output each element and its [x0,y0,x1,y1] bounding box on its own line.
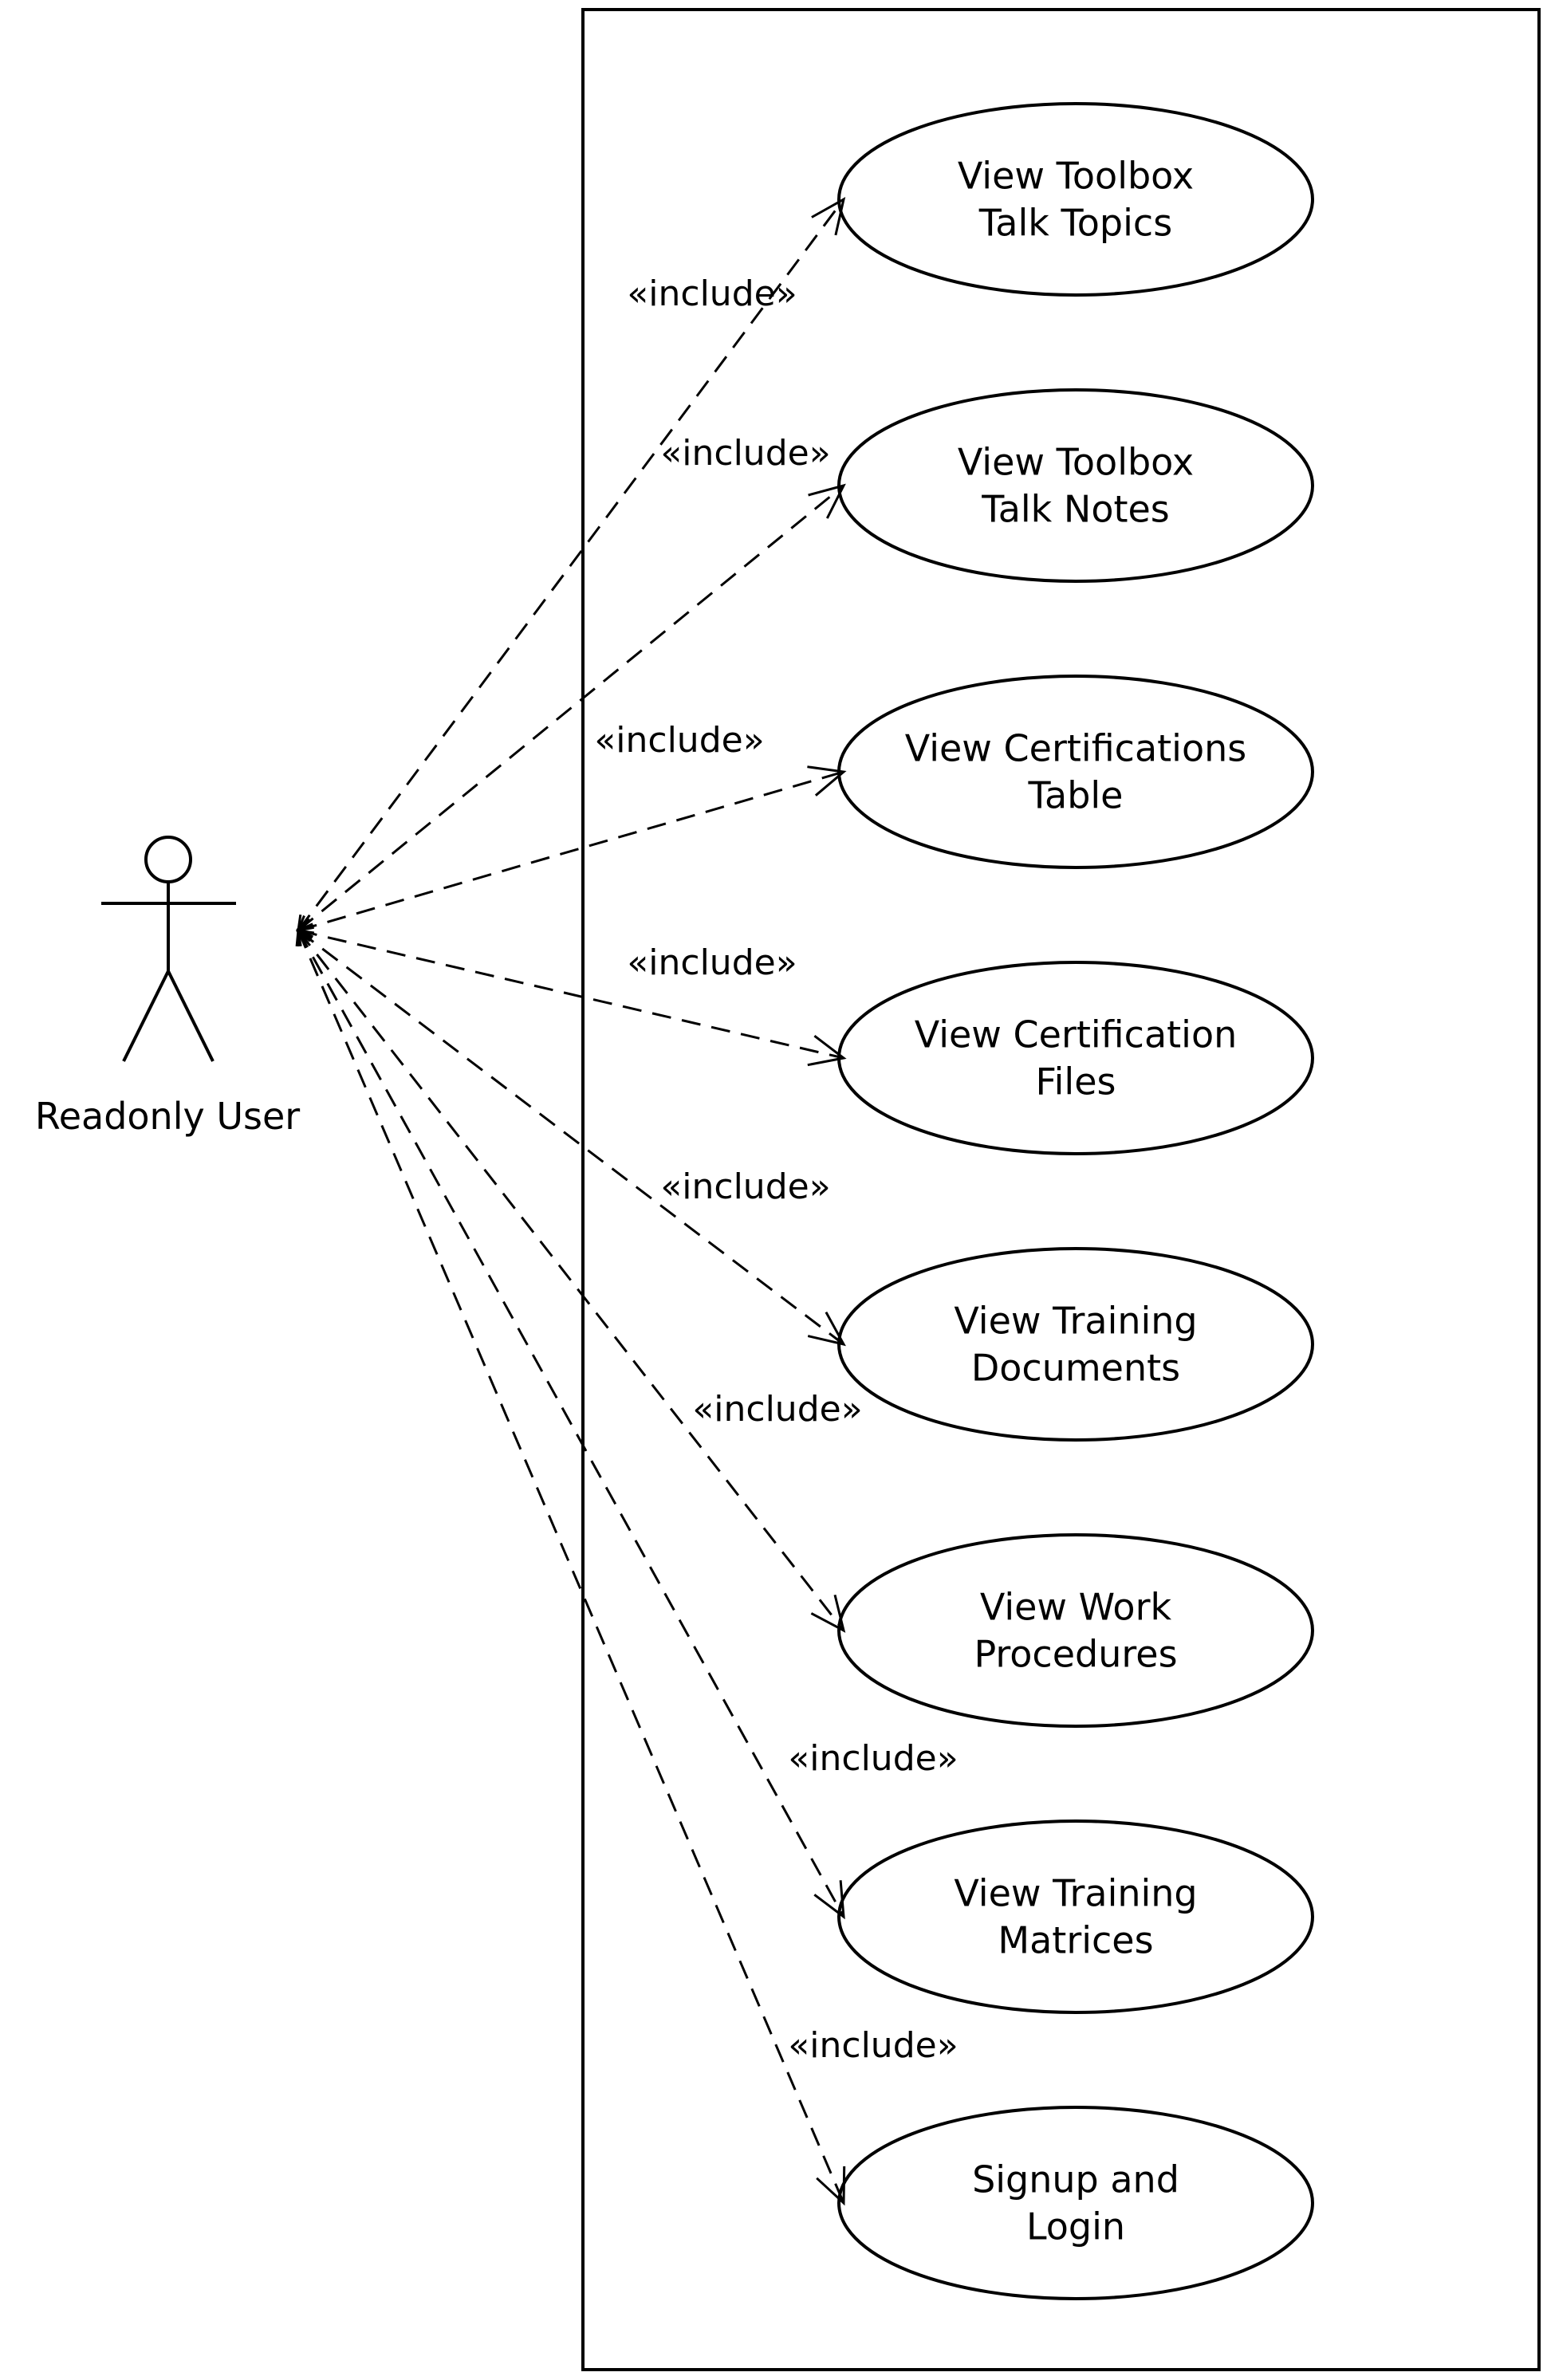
open-arrowhead-icon [807,765,847,797]
use-case-label-line: Files [1036,1060,1116,1103]
include-label: «include» [788,2025,958,2066]
include-label: «include» [594,720,764,761]
include-label: «include» [627,273,797,314]
use-case-label-line: View Toolbox [958,441,1194,484]
use-case-label-line: View Certification [915,1013,1238,1056]
use-case-label-line: Login [1026,2205,1125,2248]
dependency-line [297,929,844,1060]
actor[interactable]: Readonly User [35,836,300,1138]
open-arrowhead-icon [811,197,846,236]
relationships: «include» «include» «include» «include» «inc… [295,197,959,2206]
use-case-label-line: Table [1028,774,1124,817]
include-relationship[interactable]: «include» [297,197,846,933]
use-case-label-line: Matrices [998,1919,1153,1962]
open-arrowhead-icon [813,1880,845,1920]
open-arrowhead-icon [807,1311,846,1347]
use-case-label-line: Documents [971,1347,1180,1390]
use-case-label-line: Talk Topics [978,202,1172,245]
open-arrowhead-icon [816,2166,846,2206]
use-case-ellipse [837,961,1314,1155]
actor-label: Readonly User [35,1095,300,1138]
dependency-line [297,199,845,931]
use-case-ellipse [837,1247,1314,1442]
use-case-label-line: View Training [954,1300,1197,1343]
use-case-label-line: View Certifications [905,727,1246,770]
dependency-line [297,929,844,1346]
include-label: «include» [788,1738,958,1779]
use-case-ellipse [837,2106,1314,2300]
include-relationship[interactable]: «include» [296,433,846,932]
dependency-line [297,930,845,1631]
use-case-ellipse [837,675,1314,869]
use-case-ellipse [837,1819,1314,2014]
open-arrowhead-icon [808,483,846,519]
open-arrowhead-icon [810,1594,846,1633]
include-label: «include» [627,942,797,983]
use-case-ellipse [837,102,1314,297]
open-arrowhead-icon [807,1035,847,1067]
use-case-label-line: Talk Notes [981,488,1170,531]
use-case-label-line: View Training [954,1872,1197,1915]
include-relationship[interactable]: «include» [297,928,863,1633]
source-arrowhead-icon [295,928,312,947]
include-relationship[interactable]: «include» [295,720,847,935]
include-label: «include» [692,1389,862,1430]
include-label: «include» [660,433,830,474]
use-case-ellipse [837,1533,1314,1728]
include-label: «include» [660,1166,830,1207]
actor-stick-figure-icon [101,836,236,1062]
include-relationship[interactable]: «include» [296,929,846,1347]
dependency-line [297,930,845,1918]
use-case-ellipse [837,388,1314,583]
use-case-label-line: Signup and [972,2158,1179,2201]
include-relationship[interactable]: «include» [295,928,959,2206]
use-case-label-line: Procedures [974,1633,1177,1676]
system-boundary [581,8,1541,2371]
dependency-line [297,484,844,932]
include-relationship[interactable]: «include» [297,928,959,1920]
use-case-label-line: View Toolbox [958,155,1194,198]
include-relationship[interactable]: «include» [295,925,847,1067]
dependency-line [297,770,844,932]
use-case-label-line: View Work [980,1586,1172,1629]
dependency-line [297,930,845,2204]
